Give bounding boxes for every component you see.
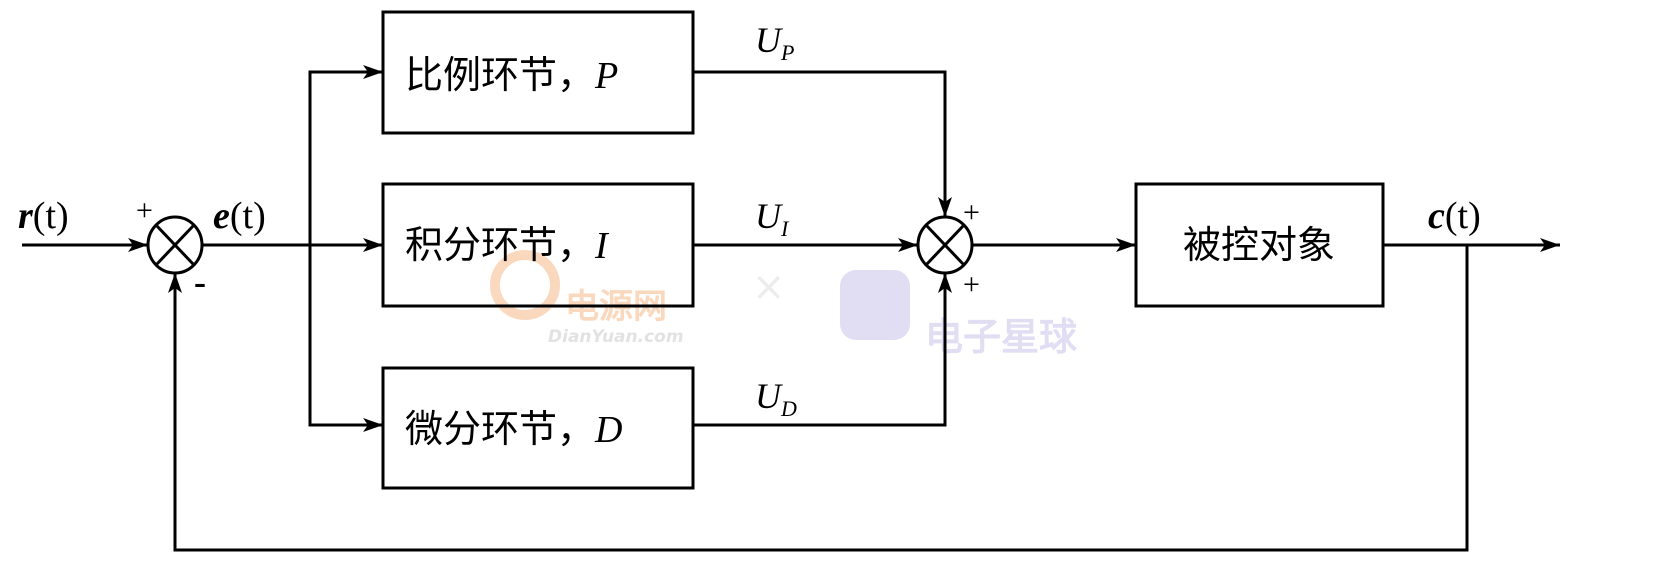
up-signal-arrow [693, 70, 952, 217]
watermark-site1-url: DianYuan.com [548, 327, 684, 347]
watermark: 电源网 DianYuan.com × 电子星球 [490, 250, 1078, 359]
robot-logo-icon [840, 270, 910, 340]
sum1-minus-sign: - [194, 262, 206, 302]
sum2-plus-top: + [963, 196, 980, 229]
error-to-d-arrow [308, 245, 383, 432]
watermark-site2: 电子星球 [925, 315, 1078, 359]
block-p-label: 比例环节，P [405, 53, 618, 97]
feedback-arrow [168, 245, 1469, 552]
ud-label: UD [755, 376, 797, 421]
block-i-label: 积分环节，I [405, 223, 610, 267]
up-label: UP [755, 20, 794, 65]
sum2-plus-bottom: + [963, 268, 980, 301]
ui-label: UI [755, 196, 790, 241]
dianyuan-logo-icon [490, 250, 560, 320]
ud-signal-arrow [693, 273, 952, 427]
block-derivative [381, 366, 695, 490]
watermark-times: × [752, 264, 786, 310]
block-plant-label: 被控对象 [1183, 223, 1335, 267]
error-to-p-arrow [308, 65, 383, 245]
block-d-label: 微分环节，D [405, 407, 622, 451]
input-label: r(t) [18, 195, 69, 237]
output-label: c(t) [1428, 195, 1481, 237]
sum1-plus-sign: + [136, 194, 153, 227]
error-label: e(t) [213, 195, 266, 237]
